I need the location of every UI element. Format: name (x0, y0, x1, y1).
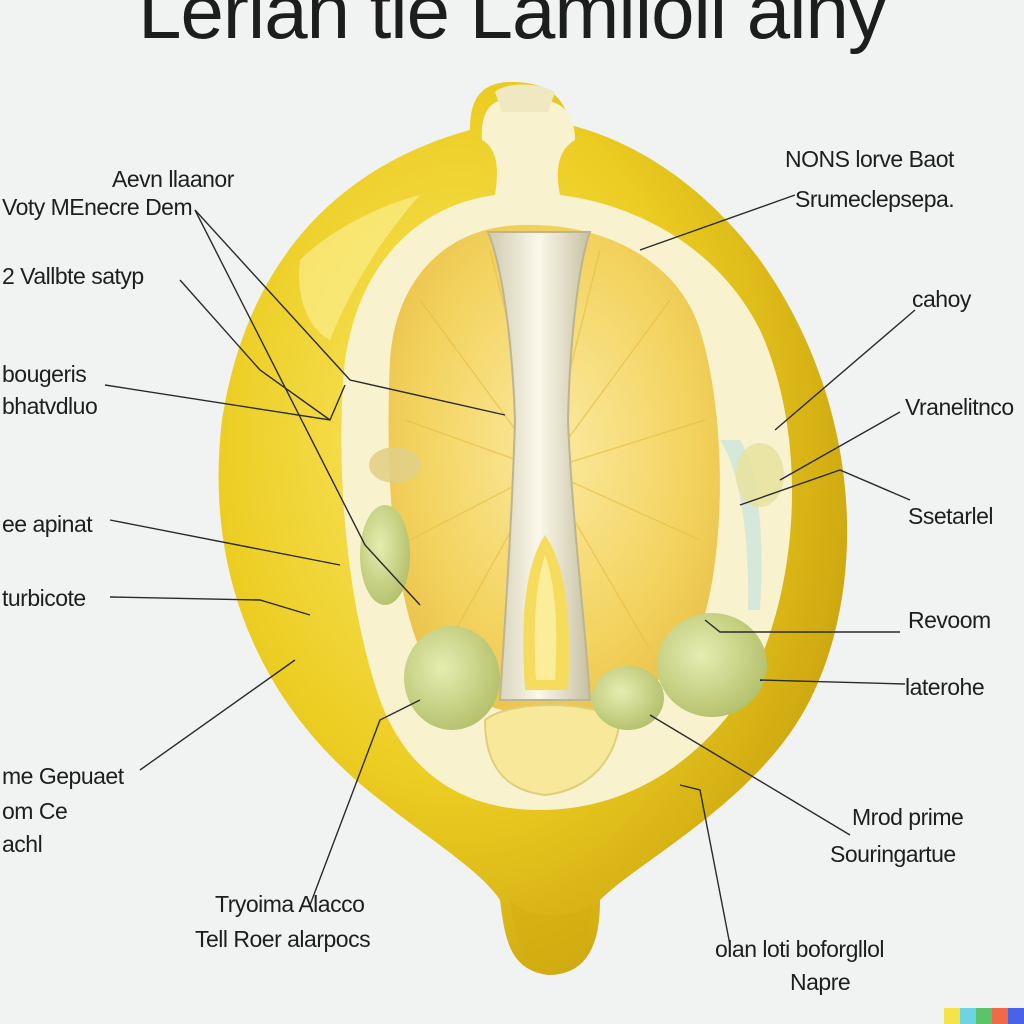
label-r4: Ssetarlel (908, 503, 993, 529)
seed (404, 626, 500, 730)
label-l3a: bougeris (2, 361, 87, 387)
label-r7b: Souringartue (830, 841, 956, 867)
seed (657, 613, 767, 717)
label-r6: laterohe (905, 674, 985, 700)
watermark-swatch (1008, 1008, 1024, 1024)
leader-lines (104, 194, 916, 946)
label-l1b: Voty MEnecre Dem (2, 194, 193, 220)
label-l1a: Aevn llaanor (112, 166, 234, 192)
label-r8b: Napre (790, 969, 851, 995)
seed (360, 505, 410, 605)
diagram-title: Lerian tle Lamlloil alny (138, 0, 887, 55)
label-r2: cahoy (912, 286, 971, 312)
label-l6c: achl (2, 831, 43, 857)
label-r7a: Mrod prime (852, 804, 964, 830)
watermark-swatch (960, 1008, 976, 1024)
lemon-core (486, 231, 592, 701)
label-l7a: Tryoima Alacco (215, 891, 365, 917)
watermark-swatch (944, 1008, 960, 1024)
label-r1a: NONS lorve Baot (785, 146, 954, 172)
watermark-swatch (992, 1008, 1008, 1024)
seed (592, 666, 664, 730)
label-l6a: me Gepuaet (2, 763, 124, 789)
watermark-swatch (976, 1008, 992, 1024)
label-r1b: Srumeclepsepa. (795, 186, 955, 212)
label-l5: turbicote (2, 585, 86, 611)
label-l6b: om Ce (2, 798, 68, 824)
label-r8a: olan loti boforgllol (715, 936, 885, 962)
label-l4: ee apinat (2, 511, 93, 537)
label-r5: Revoom (908, 607, 991, 633)
label-l7b: Tell Roer alarpocs (195, 926, 371, 952)
label-r3: Vranelitnco (905, 394, 1014, 420)
label-l3b: bhatvdluo (2, 393, 98, 419)
label-l2: 2 Vallbte satyp (2, 263, 144, 289)
